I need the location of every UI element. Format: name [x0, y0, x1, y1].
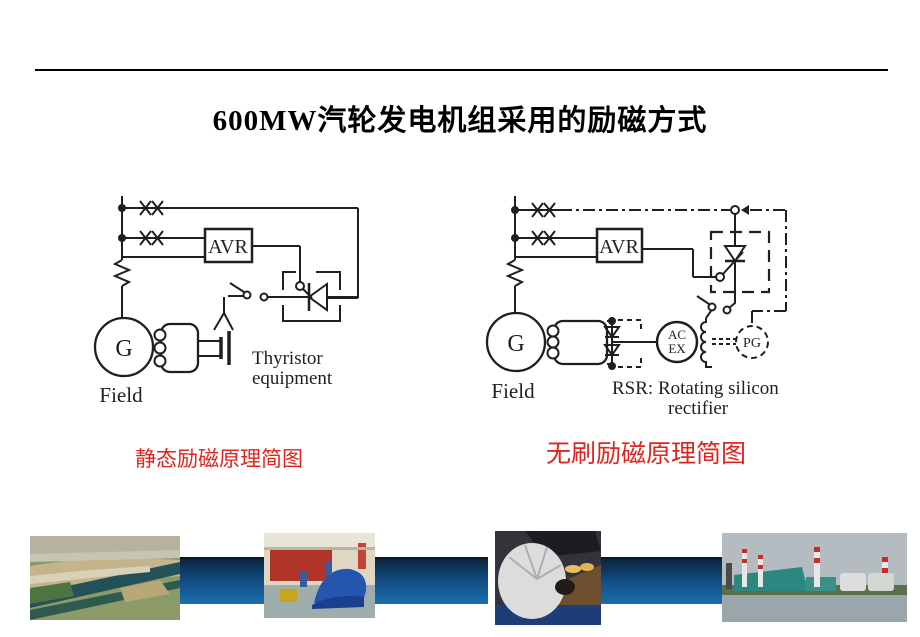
switch-lever — [696, 295, 710, 305]
switch-contact — [259, 292, 269, 302]
rotating-boundary — [618, 358, 642, 368]
diode-symbol — [603, 344, 621, 357]
thyristor-enclosure — [282, 271, 341, 322]
power-plant-photo — [722, 533, 907, 622]
thyristor-enclosure — [709, 230, 771, 294]
thyristor-triangle — [723, 245, 747, 263]
avr-box — [595, 227, 644, 264]
rsr-note-line1: RSR: Rotating silicon — [612, 378, 779, 399]
footer-gradient-bar — [375, 557, 488, 604]
coil-loop — [546, 346, 560, 360]
pilot-generator-label: PG — [743, 336, 761, 351]
coil-loop — [153, 341, 167, 355]
equipment-label-line1: Thyristor — [252, 348, 323, 369]
avr-label: AVR — [208, 236, 248, 258]
resistor-symbol — [505, 259, 525, 287]
avr-label: AVR — [599, 236, 639, 258]
dashdot-wire — [750, 209, 787, 326]
switch-contact — [242, 290, 252, 300]
generator-circle — [93, 316, 155, 378]
rotor-workshop-photo — [495, 531, 601, 625]
gate-terminal — [715, 272, 725, 282]
equipment-label-line2: equipment — [252, 368, 333, 389]
ac-exciter-label-line1: AC — [668, 327, 686, 342]
brushless-excitation-diagram: AVR G Field AC EX PG RSR: Rotating silic… — [485, 196, 787, 419]
gate-wire — [252, 245, 301, 282]
generator-circle — [485, 311, 547, 373]
shaft-coupling — [712, 338, 736, 345]
diode-symbol — [603, 326, 621, 339]
rsr-note-line2: rectifier — [668, 398, 729, 419]
static-excitation-diagram: AVR G Field Thyristor equipment — [93, 196, 359, 407]
switch-lever — [229, 282, 245, 293]
field-label: Field — [491, 379, 535, 403]
brushless-diagram-caption: 无刷励磁原理简图 — [546, 441, 747, 468]
field-winding-box — [159, 322, 200, 374]
rotating-boundary — [618, 319, 642, 329]
footer-gradient-bar — [180, 557, 264, 604]
terminal — [730, 205, 740, 215]
coil-loop — [546, 335, 560, 349]
resistor-symbol — [112, 259, 132, 287]
coil-loop — [153, 354, 167, 368]
field-label: Field — [99, 383, 143, 407]
coil-loop — [153, 328, 167, 342]
brush-symbol — [213, 297, 234, 331]
exciter-field-coil — [700, 318, 712, 368]
arrow-head — [741, 205, 749, 215]
slide-title: 600MW汽轮发电机组采用的励磁方式 — [212, 105, 708, 137]
switch-contact — [722, 305, 732, 315]
gate-wire — [642, 248, 716, 278]
field-winding-box — [552, 319, 609, 366]
gate-terminal — [295, 281, 305, 291]
generator-label: G — [507, 331, 524, 357]
switch-contact — [707, 302, 717, 312]
factory-interior-photo — [264, 533, 375, 618]
pilot-generator-circle — [735, 325, 769, 359]
gate-lead — [722, 251, 744, 275]
aerial-canal-photo — [30, 536, 180, 620]
title-rule — [35, 69, 888, 71]
ac-exciter-label-line2: EX — [668, 341, 686, 356]
footer-gradient-bar — [601, 557, 722, 604]
generator-label: G — [115, 336, 132, 362]
static-diagram-caption: 静态励磁原理简图 — [135, 447, 303, 471]
ac-exciter-circle — [655, 320, 699, 364]
coil-loop — [546, 324, 560, 338]
